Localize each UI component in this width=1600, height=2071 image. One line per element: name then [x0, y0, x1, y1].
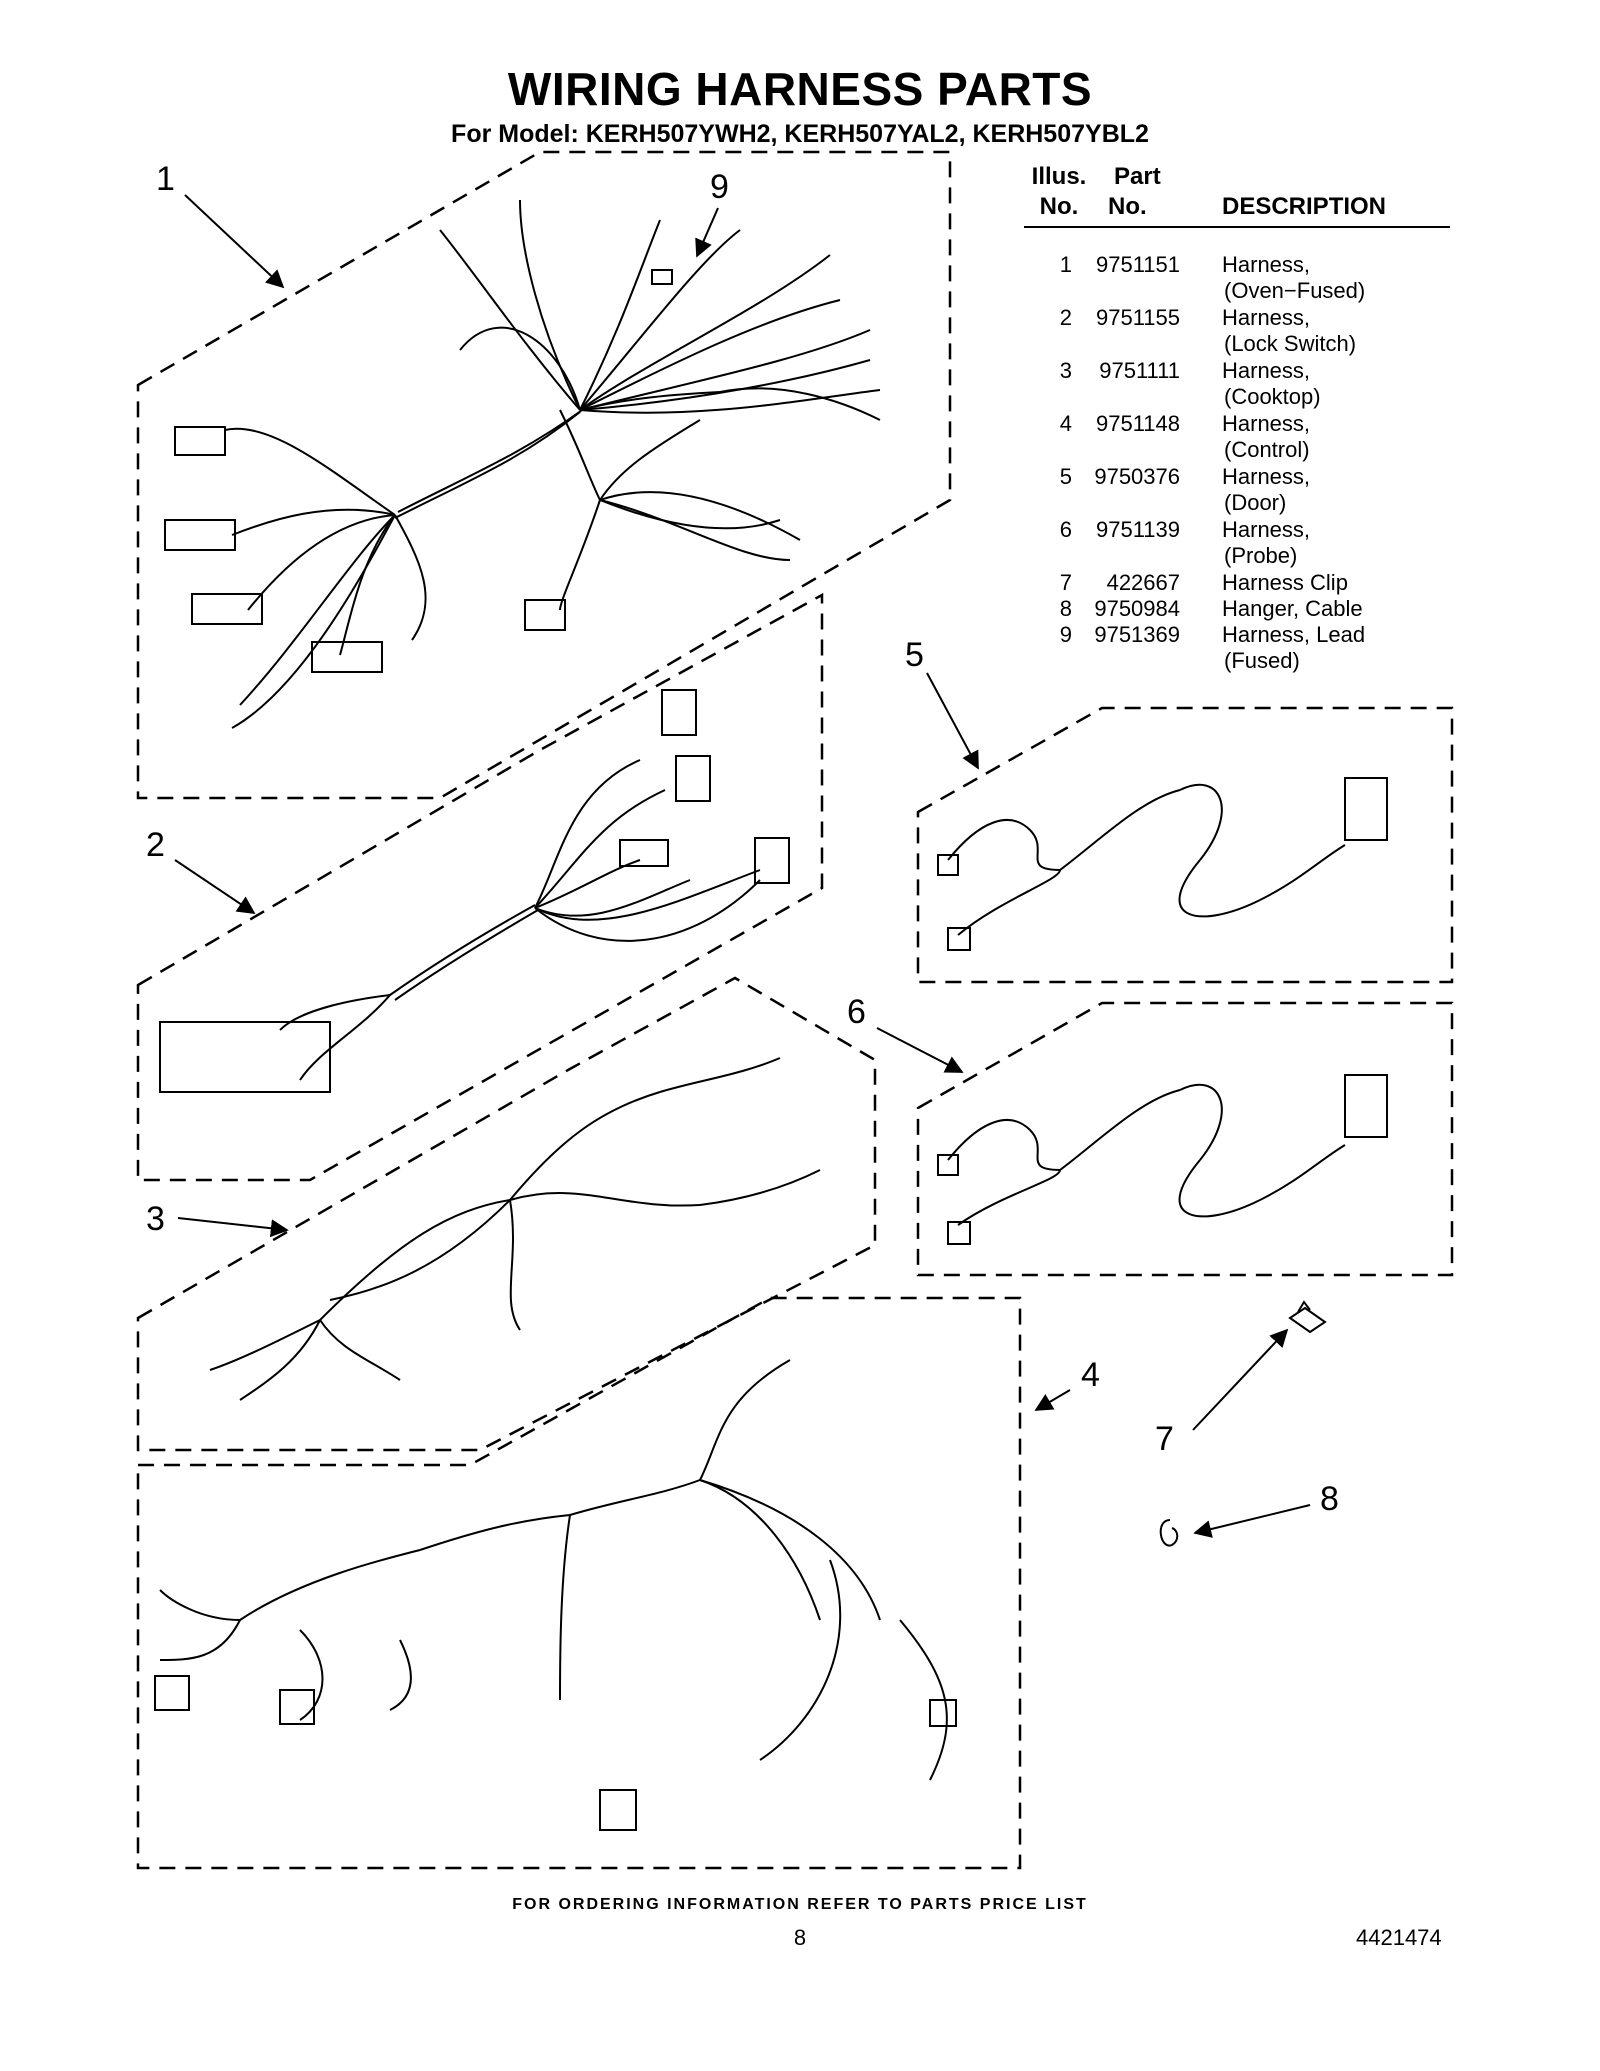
callout-1: 1 — [156, 160, 175, 198]
callout-7-arrow — [1192, 1328, 1289, 1431]
model-subtitle: For Model: KERH507YWH2, KERH507YAL2, KER… — [451, 120, 1149, 148]
callout-9: 9 — [710, 168, 729, 206]
harness-3-boundary — [136, 976, 877, 1452]
header-description: DESCRIPTION — [1222, 193, 1387, 220]
table-header-rule — [1024, 226, 1450, 228]
callout-7: 7 — [1155, 1420, 1174, 1458]
ordering-note: FOR ORDERING INFORMATION REFER TO PARTS … — [512, 1896, 1088, 1913]
callout-1-arrow — [184, 194, 285, 289]
callout-3-arrow — [177, 1217, 289, 1238]
harness-2-boundary — [136, 592, 824, 1182]
harness-1-boundary — [136, 150, 952, 800]
harness-6-boundary — [916, 1001, 1454, 1277]
callout-5: 5 — [905, 636, 924, 674]
harness-6-drawing — [937, 1074, 1388, 1245]
harness-2-drawing — [159, 689, 790, 1093]
document-number: 4421474 — [1356, 1925, 1442, 1950]
harness-clip-drawing — [1288, 1300, 1327, 1334]
callout-8-arrow — [1193, 1504, 1311, 1538]
callout-4-arrow — [1034, 1389, 1071, 1411]
harness-4-drawing — [154, 1359, 957, 1831]
callout-9-arrow — [695, 207, 719, 258]
callout-5-arrow — [926, 672, 979, 770]
callout-4: 4 — [1081, 1356, 1100, 1394]
page-number: 8 — [793, 1925, 807, 1950]
callout-6-arrow — [876, 1027, 964, 1073]
harness-3-drawing — [209, 1057, 821, 1401]
harness-1-drawing — [164, 199, 881, 729]
harness-4-boundary — [136, 1296, 1022, 1870]
header-part: Part No. — [1108, 163, 1161, 220]
callout-2: 2 — [146, 826, 165, 864]
callout-6: 6 — [847, 993, 866, 1031]
harness-5-drawing — [937, 777, 1388, 951]
harness-5-boundary — [916, 706, 1454, 984]
callout-3: 3 — [146, 1200, 165, 1238]
cable-hanger-drawing — [1159, 1519, 1179, 1547]
page-title: WIRING HARNESS PARTS — [507, 63, 1093, 115]
callout-2-arrow — [174, 859, 256, 915]
callout-8: 8 — [1320, 1480, 1339, 1518]
header-illus: Illus. No. — [1031, 163, 1087, 220]
